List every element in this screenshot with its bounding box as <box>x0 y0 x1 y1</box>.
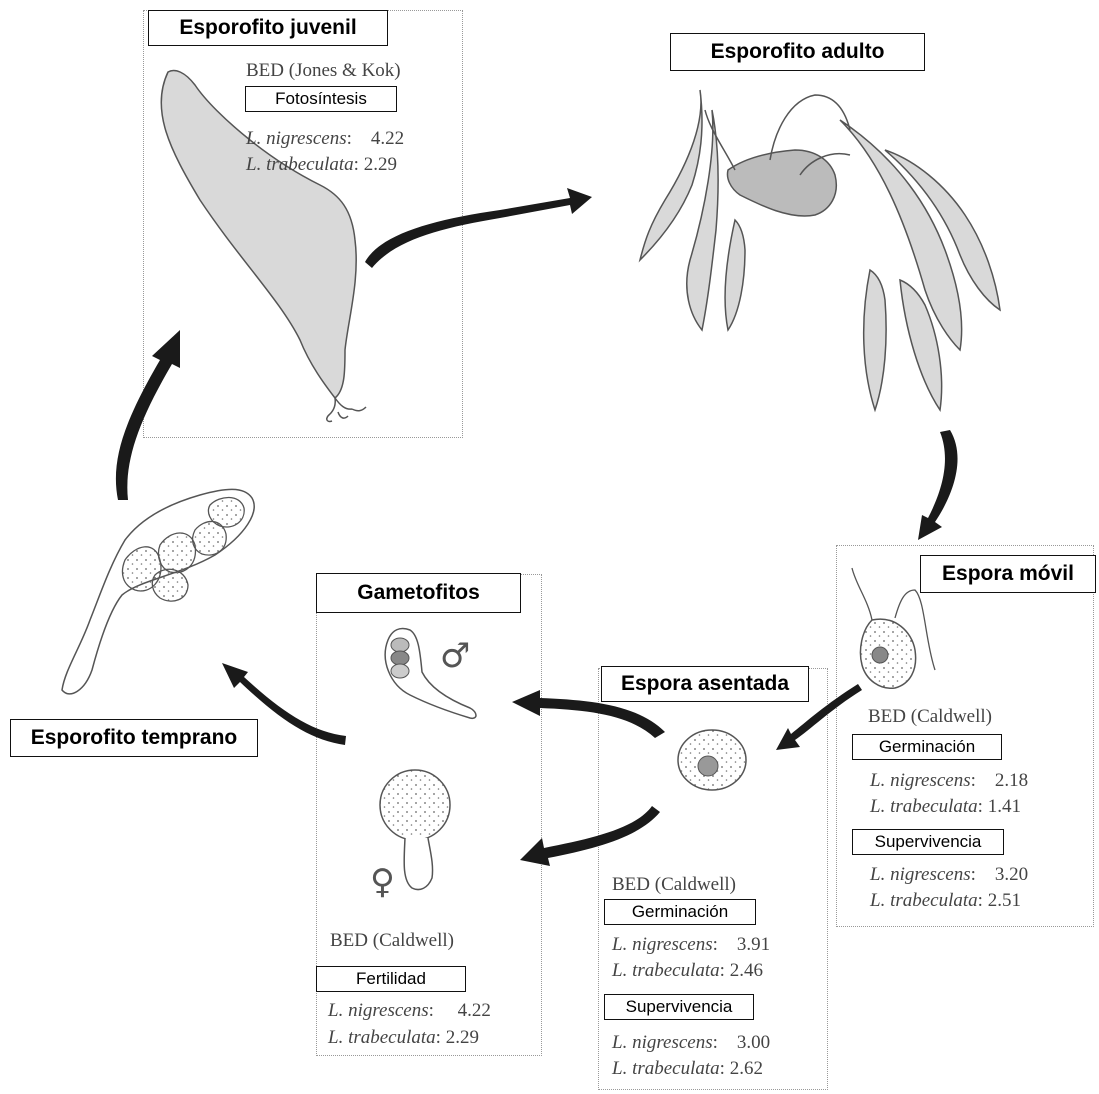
early-sporophyte-illustration <box>62 489 254 694</box>
arrow-settled-to-female <box>520 806 660 866</box>
motile-metric1-label: Germinación <box>852 734 1002 760</box>
gametophytes-title: Gametofitos <box>316 573 521 613</box>
species-name: L. nigrescens <box>328 1000 429 1021</box>
species-name: L. trabeculata <box>612 960 720 981</box>
bed-value: 2.62 <box>730 1058 763 1079</box>
motile-bed-label: BED (Caldwell) <box>868 706 992 728</box>
species-name: L. trabeculata <box>870 796 978 817</box>
gametophytes-row-2: L. trabeculata: 2.29 <box>328 1027 479 1049</box>
juvenile-bed-label: BED (Jones & Kok) <box>246 60 401 82</box>
bed-value: 2.46 <box>730 960 763 981</box>
species-name: L. nigrescens <box>870 770 971 791</box>
settled-metric1-label: Germinación <box>604 899 756 925</box>
motile-metric2-label: Supervivencia <box>852 829 1004 855</box>
species-name: L. nigrescens <box>870 864 971 885</box>
settled-spore-illustration <box>678 730 746 790</box>
settled-row2-2: L. trabeculata: 2.62 <box>612 1058 763 1080</box>
bed-value: 2.51 <box>988 890 1021 911</box>
settled-bed-label: BED (Caldwell) <box>612 874 736 896</box>
motile-row2-2: L. trabeculata: 2.51 <box>870 890 1021 912</box>
species-name: L. trabeculata <box>246 154 354 175</box>
juvenile-row-1: L. nigrescens: 4.22 <box>246 128 404 150</box>
bed-value: 4.22 <box>458 1000 491 1021</box>
bed-value: 3.91 <box>737 934 770 955</box>
species-name: L. nigrescens <box>612 1032 713 1053</box>
gametophytes-metric-label: Fertilidad <box>316 966 466 992</box>
settled-metric2-label: Supervivencia <box>604 994 754 1020</box>
arrow-juvenile-to-adult <box>365 188 592 268</box>
bed-value: 1.41 <box>988 796 1021 817</box>
female-symbol: ♀ <box>370 862 395 902</box>
bed-value: 3.20 <box>995 864 1028 885</box>
juvenile-sporophyte-illustration <box>161 71 366 422</box>
settled-row1-2: L. trabeculata: 2.46 <box>612 960 763 982</box>
bed-value: 4.22 <box>371 128 404 149</box>
settled-spore-title: Espora asentada <box>601 666 809 702</box>
motile-row1-2: L. trabeculata: 1.41 <box>870 796 1021 818</box>
bed-value: 2.18 <box>995 770 1028 791</box>
juvenile-title: Esporofito juvenil <box>148 10 388 46</box>
species-name: L. trabeculata <box>612 1058 720 1079</box>
male-symbol: ♂ <box>440 636 470 676</box>
settled-row2-1: L. nigrescens: 3.00 <box>612 1032 770 1054</box>
juvenile-row-2: L. trabeculata: 2.29 <box>246 154 397 176</box>
species-name: L. nigrescens <box>612 934 713 955</box>
bed-value: 2.29 <box>364 154 397 175</box>
arrow-early-to-juvenile <box>116 330 180 500</box>
arrow-adult-to-motile <box>918 430 958 540</box>
juvenile-metric-label: Fotosíntesis <box>245 86 397 112</box>
bed-value: 3.00 <box>737 1032 770 1053</box>
adult-title: Esporofito adulto <box>670 33 925 71</box>
species-name: L. nigrescens <box>246 128 347 149</box>
gametophytes-bed-label: BED (Caldwell) <box>330 930 454 952</box>
motile-row2-1: L. nigrescens: 3.20 <box>870 864 1028 886</box>
settled-row1-1: L. nigrescens: 3.91 <box>612 934 770 956</box>
motile-spore-title: Espora móvil <box>920 555 1096 593</box>
species-name: L. trabeculata <box>328 1027 436 1048</box>
bed-value: 2.29 <box>446 1027 479 1048</box>
motile-row1-1: L. nigrescens: 2.18 <box>870 770 1028 792</box>
species-name: L. trabeculata <box>870 890 978 911</box>
gametophytes-row-1: L. nigrescens: 4.22 <box>328 1000 491 1022</box>
early-title: Esporofito temprano <box>10 719 258 757</box>
adult-sporophyte-illustration <box>640 90 1000 410</box>
